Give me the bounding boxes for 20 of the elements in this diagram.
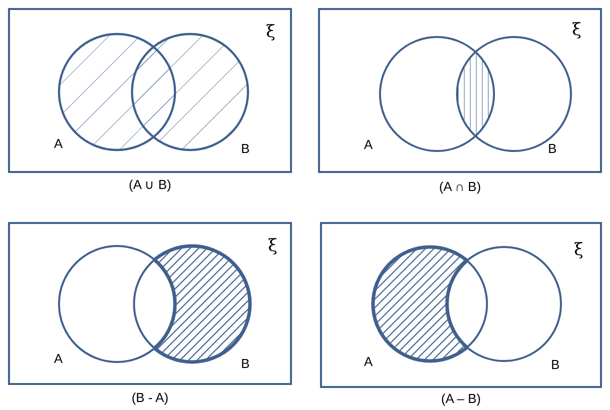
- universal-set-rectangle: [8, 222, 292, 385]
- set-operation-caption: (B - A): [132, 391, 168, 404]
- set-label: A: [54, 352, 63, 365]
- set-label: B: [241, 357, 250, 370]
- universal-set-symbol: ξ: [574, 242, 584, 259]
- set-label: A: [364, 355, 373, 368]
- universal-set-symbol: ξ: [572, 22, 582, 39]
- set-label: B: [241, 142, 250, 155]
- universal-set-symbol: ξ: [268, 238, 278, 255]
- set-operation-caption: (A – B): [441, 392, 481, 405]
- universal-set-rectangle: [318, 8, 602, 173]
- set-label: B: [548, 142, 557, 155]
- set-operation-caption: (A ∩ B): [439, 180, 481, 193]
- set-operation-caption: (A ∪ B): [128, 178, 172, 191]
- universal-set-rectangle: [8, 8, 292, 173]
- universal-set-symbol: ξ: [266, 24, 276, 41]
- set-label: A: [364, 138, 373, 151]
- set-label: A: [54, 137, 63, 150]
- set-label: B: [551, 358, 560, 371]
- universal-set-rectangle: [320, 222, 602, 388]
